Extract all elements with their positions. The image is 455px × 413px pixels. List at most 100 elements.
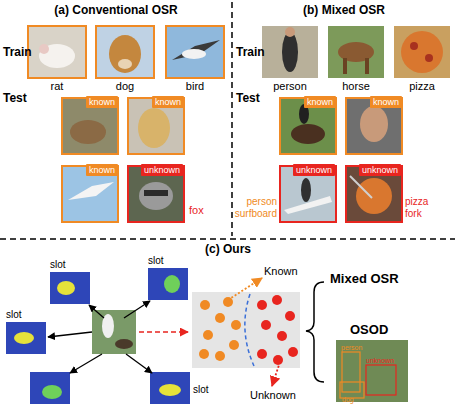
text-label: Train [3, 46, 32, 59]
unknown-point [257, 349, 267, 359]
slot-arrow [89, 305, 104, 318]
photo-detail [68, 182, 114, 200]
photo-detail [138, 108, 170, 148]
tag-text: unknown [362, 164, 398, 176]
heat-spot [164, 275, 180, 293]
photo-detail [70, 120, 106, 144]
photo-detail [365, 58, 369, 74]
text-label: Unknown [250, 389, 296, 401]
known-point [200, 300, 210, 310]
text-label: Known [264, 265, 298, 277]
photo-detail [301, 178, 311, 202]
slot-arrow [48, 332, 92, 337]
text-label: slot [193, 384, 209, 395]
status-tag: unknown [359, 164, 401, 176]
unknown-point [261, 320, 271, 330]
text-label: pizza [409, 80, 435, 92]
status-tag: known [304, 96, 336, 108]
text-label: Test [3, 92, 27, 105]
detection-box [366, 365, 396, 395]
slot-map [150, 372, 190, 404]
known-points [199, 297, 241, 361]
flow-arrow [139, 331, 188, 333]
slot-arrow [70, 354, 102, 373]
known-point [223, 297, 233, 307]
heat-spot [14, 332, 34, 344]
photo-detail [291, 124, 325, 144]
unknown-point [272, 295, 282, 305]
slot-map [30, 372, 70, 404]
text-label: fork [405, 208, 422, 219]
tag-text: unknown [296, 164, 332, 176]
slot-map [148, 268, 188, 300]
text-label: slot [6, 309, 22, 320]
photo-detail [343, 58, 347, 74]
photo-dog [96, 26, 154, 78]
slot-map [50, 272, 90, 304]
photo-detail [401, 31, 443, 73]
status-tag: known [370, 96, 402, 108]
tag-text: known [307, 96, 333, 108]
photo-detail [282, 32, 298, 72]
status-tag: unknown [141, 164, 183, 176]
unknown-points [257, 295, 298, 365]
photo-detail [360, 106, 388, 142]
known-arrow [228, 278, 262, 300]
heat-spot [159, 384, 181, 396]
known-point [215, 313, 225, 323]
photo-detail [39, 44, 49, 54]
text-label: dog [342, 396, 354, 404]
photo-detail [182, 49, 206, 59]
unknown-arrow [272, 362, 280, 386]
text-label: Train [236, 46, 265, 59]
photo-detail [356, 178, 392, 214]
known-point [199, 349, 209, 359]
photo-detail [139, 182, 173, 210]
detection-box [342, 352, 360, 392]
photo-detail [115, 339, 133, 349]
text-label: surfboard [235, 208, 277, 219]
text-label: person [246, 196, 277, 207]
tag-text: known [373, 96, 399, 108]
unknown-point [288, 347, 298, 357]
photo-detail [350, 176, 372, 198]
photo-detail [109, 35, 141, 73]
tag-text: unknown [144, 164, 180, 176]
tag-text: known [89, 164, 115, 176]
photo-input [92, 310, 136, 354]
tag-text: known [89, 96, 115, 108]
unknown-point [273, 355, 283, 365]
text-label: rat [51, 80, 64, 92]
slot-map [6, 322, 46, 354]
text-label: Mixed OSR [330, 272, 399, 286]
photo-person [262, 26, 318, 78]
status-tag: known [86, 164, 118, 176]
photo-detail [118, 59, 132, 69]
known-point [203, 330, 213, 340]
text-label: (c) Ours [205, 243, 251, 256]
text-label: (a) Conventional OSR [54, 4, 177, 17]
known-point [229, 340, 239, 350]
text-label: OSOD [350, 323, 388, 337]
text-label: slot [50, 259, 66, 270]
status-tag: unknown [293, 164, 335, 176]
panel-divider [0, 238, 455, 240]
text-label: pizza [405, 196, 428, 207]
photo-bird [166, 26, 224, 78]
text-label: person [341, 344, 362, 352]
decision-boundary [245, 294, 254, 366]
photo-detail [425, 54, 433, 62]
tag-text: known [155, 96, 181, 108]
photo-detail [39, 44, 75, 68]
known-point [231, 320, 241, 330]
text-label: dog [116, 80, 134, 92]
slot-arrow [126, 354, 152, 373]
detection-box [340, 382, 364, 398]
text-label: (b) Mixed OSR [303, 4, 385, 17]
status-tag: known [152, 96, 184, 108]
feature-space [192, 292, 300, 368]
photo-horse [328, 26, 384, 78]
unknown-point [285, 311, 295, 321]
